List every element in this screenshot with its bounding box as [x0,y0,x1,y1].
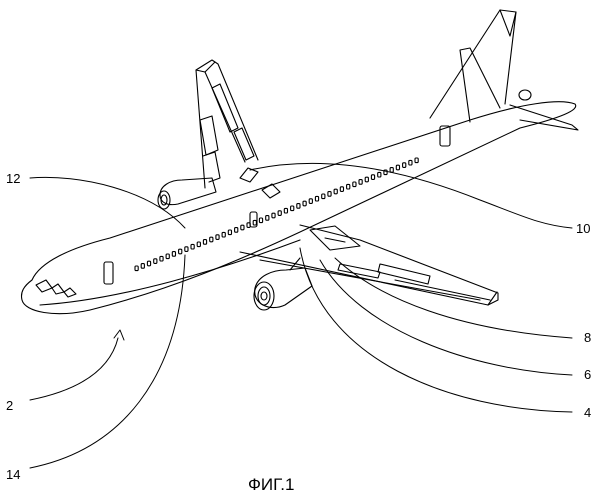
cabin-window [278,211,281,216]
cabin-window [359,180,362,185]
near-wing [240,225,498,305]
cabin-window [315,196,318,201]
cabin-window [185,247,188,252]
cabin-window [284,208,287,213]
cabin-window [147,261,150,266]
cabin-window [266,216,269,221]
cabin-window [222,232,225,237]
cabin-window [179,249,182,254]
cabin-windows [135,158,418,271]
cabin-window [210,237,213,242]
doors [104,126,450,284]
cabin-window [396,165,399,170]
cabin-window [197,242,200,247]
cabin-window [272,213,275,218]
ref-8: 8 [584,330,591,345]
cabin-window [216,235,219,240]
ref-14: 14 [6,467,20,482]
cabin-window [353,182,356,187]
cabin-window [253,220,256,225]
fuselage-details [240,168,280,198]
cabin-window [259,218,262,223]
cabin-window [235,228,238,233]
ref-12: 12 [6,171,20,186]
cabin-window [371,175,374,180]
cabin-window [228,230,231,235]
cabin-window [415,158,418,163]
cabin-window [340,187,343,192]
cabin-window [191,244,194,249]
cabin-window [309,199,312,204]
cabin-window [390,168,393,173]
figure-caption: ФИГ.1 [248,475,294,494]
far-engine [158,178,216,209]
cabin-window [297,204,300,209]
ref-4: 4 [584,405,591,420]
far-wing [196,60,258,188]
tail-fin [430,10,516,118]
cabin-window [403,163,406,168]
cabin-window [135,266,138,271]
ref-6: 6 [584,367,591,382]
cabin-window [241,225,244,230]
cabin-window [141,264,144,269]
cabin-window [303,201,306,206]
cabin-window [166,254,169,259]
ref-10: 10 [576,221,590,236]
fuselage [21,102,575,314]
cabin-window [365,177,368,182]
ref-2: 2 [6,398,13,413]
cabin-window [154,259,157,264]
cabin-window [160,256,163,261]
leader-lines [30,163,572,468]
cabin-window [409,160,412,165]
cabin-window [384,170,387,175]
cabin-window [172,252,175,257]
cabin-window [203,240,206,245]
cabin-window [378,172,381,177]
cabin-window [328,192,331,197]
cabin-window [291,206,294,211]
horizontal-stabilizer [460,48,578,130]
cabin-window [334,189,337,194]
cabin-window [322,194,325,199]
cabin-window [347,184,350,189]
